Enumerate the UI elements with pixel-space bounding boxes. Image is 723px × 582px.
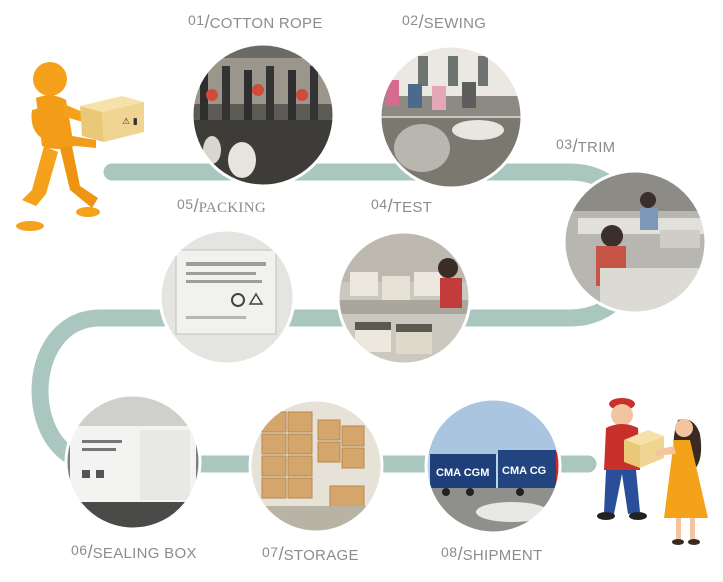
step-07-photo-storage <box>250 400 382 532</box>
svg-text:⚠ ▮: ⚠ ▮ <box>122 117 138 127</box>
step-03-label: 03/TRIM <box>556 136 615 157</box>
courier-delivering-package-icon <box>597 398 708 545</box>
container-text-right: CMA CG <box>502 465 546 477</box>
step-06-photo-sealing-box <box>66 395 200 532</box>
step-08-photo-shipment: CMA CGM CMA CG <box>426 399 564 533</box>
step-04-label: 04/TEST <box>371 196 432 217</box>
step-04-photo-test <box>338 232 470 364</box>
step-05-label: 05/PACKING <box>177 196 266 217</box>
step-06-label: 06/SEALING BOX <box>71 542 197 563</box>
step-02-label: 02/SEWING <box>402 12 486 33</box>
step-01-label: 01/COTTON ROPE <box>188 12 323 33</box>
step-05-photo-packing <box>160 230 294 364</box>
cardboard-box-icon: ⚠ ▮ <box>80 96 144 142</box>
person-carrying-box-icon: ⚠ ▮ <box>16 62 144 231</box>
step-07-label: 07/STORAGE <box>262 544 359 565</box>
step-08-label: 08/SHIPMENT <box>441 544 543 565</box>
container-text-left: CMA CGM <box>436 467 489 479</box>
step-03-photo-trim <box>564 171 718 318</box>
